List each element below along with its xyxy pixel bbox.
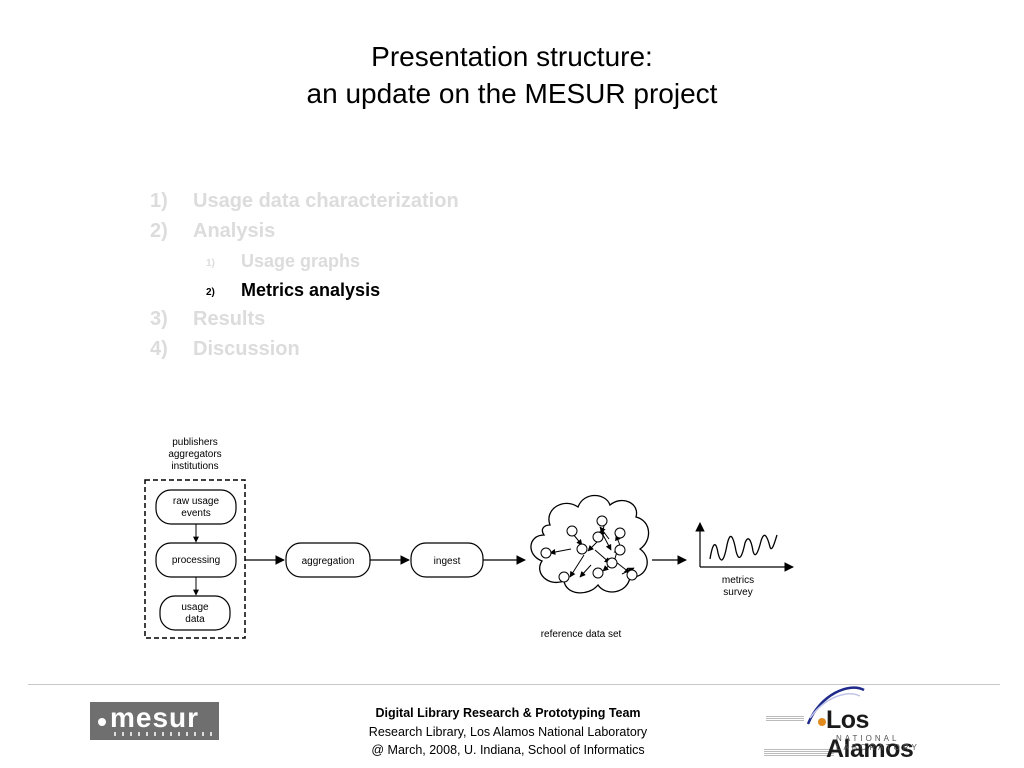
footer-divider: [28, 684, 1000, 685]
sources-label-1: publishers: [172, 437, 218, 448]
mesur-dot-icon: [98, 718, 106, 726]
metrics-label-1: metrics: [722, 575, 754, 586]
lanl-swoosh-icon: [806, 686, 865, 726]
sources-label-3: institutions: [171, 461, 218, 472]
footer-event: @ March, 2008, U. Indiana, School of Inf…: [371, 743, 645, 757]
footer-org: Research Library, Los Alamos National La…: [368, 724, 648, 739]
outline-num: 3): [150, 308, 168, 330]
metrics-signal-line: [709, 534, 778, 561]
outline-num: 2): [150, 220, 168, 242]
outline-label: Usage data characterization: [193, 190, 459, 212]
slide-title: Presentation structure: an update on the…: [0, 38, 1024, 112]
usage-data-node: [159, 595, 231, 631]
outline-label: Discussion: [193, 338, 300, 360]
outline-num: 2): [206, 287, 215, 298]
lanl-logo: Los Alamos NATIONAL LABORATORY: [760, 684, 960, 763]
ingest-label: ingest: [434, 556, 461, 567]
outline-num: 1): [150, 190, 168, 212]
lanl-subtitle: NATIONAL LABORATORY: [836, 734, 920, 752]
raw-usage-label-2: events: [181, 508, 210, 519]
footer-credits: Digital Library Research & Prototyping T…: [300, 704, 716, 760]
workflow-diagram: publishers aggregators institutions raw …: [144, 437, 794, 640]
lanl-name: Los Alamos: [826, 706, 914, 763]
usage-data-label-2: data: [185, 614, 205, 625]
outline-num: 1): [206, 258, 215, 269]
outline-label: Results: [193, 308, 266, 330]
outline-label: Analysis: [193, 220, 276, 242]
raw-usage-label-1: raw usage: [173, 496, 220, 507]
footer-team: Digital Library Research & Prototyping T…: [375, 706, 641, 720]
aggregation-label: aggregation: [302, 556, 355, 567]
slide-title-line1: Presentation structure:: [371, 41, 653, 72]
slide-title-line2: an update on the MESUR project: [306, 78, 718, 109]
usage-data-label-1: usage: [181, 602, 209, 613]
reference-label: reference data set: [541, 629, 622, 640]
outline-label: Usage graphs: [241, 251, 361, 271]
mesur-ticks-icon: [114, 732, 214, 736]
mesur-logo: mesur: [90, 702, 219, 740]
mesur-logo-text: mesur: [110, 702, 200, 733]
sources-label-2: aggregators: [168, 449, 221, 460]
metrics-label-2: survey: [723, 587, 752, 598]
fine-print-icon: [764, 748, 834, 756]
small-logo-icon: [766, 715, 804, 721]
provider-box: [144, 479, 246, 639]
processing-label: processing: [172, 555, 220, 566]
outline-label: Metrics analysis: [241, 280, 381, 300]
outline-num: 4): [150, 338, 168, 360]
graph-nodes: [540, 515, 638, 583]
